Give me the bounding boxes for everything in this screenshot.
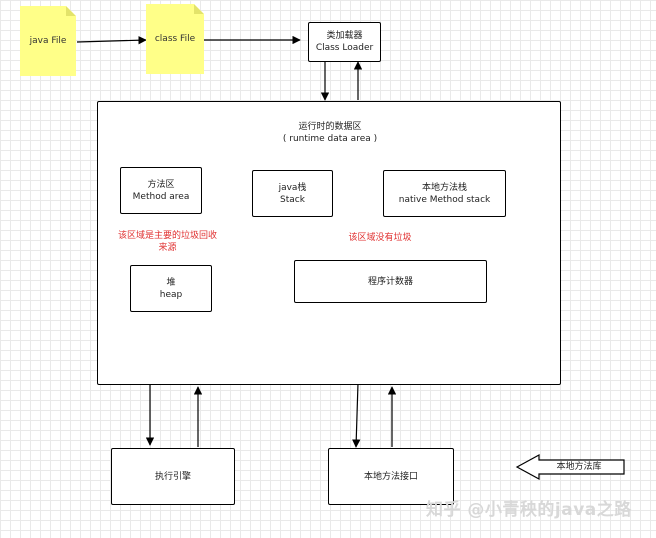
arrow-java-to-class (76, 36, 147, 45)
no-gc-note: 该区域没有垃圾 (320, 232, 440, 244)
native-stack-cn: 本地方法栈 (421, 182, 467, 193)
runtime-title-en: ( runtime data area ) (282, 134, 378, 144)
no-gc-text: 该区域没有垃圾 (348, 233, 412, 243)
method-area-cn: 方法区 (147, 179, 175, 190)
native-method-stack-box: 本地方法栈 native Method stack (383, 170, 506, 217)
gc-note-line1: 该区域是主要的垃圾回收 (117, 231, 217, 241)
gc-note-line2: 来源 (158, 243, 177, 253)
execution-engine-box: 执行引擎 (111, 448, 235, 505)
native-interface-label: 本地方法接口 (363, 471, 418, 482)
java-stack-box: java栈 Stack (252, 170, 333, 217)
gc-source-note: 该区域是主要的垃圾回收 来源 (110, 230, 225, 254)
execution-engine-label: 执行引擎 (154, 471, 191, 482)
program-counter-label: 程序计数器 (367, 276, 413, 287)
class-loader-en: Class Loader (315, 43, 374, 53)
method-area-box: 方法区 Method area (120, 167, 202, 214)
class-file-label: class File (154, 34, 196, 44)
class-file-note: class File (146, 4, 204, 74)
heap-box: 堆 heap (130, 265, 212, 312)
java-file-note: java File (20, 6, 76, 76)
program-counter-box: 程序计数器 (294, 260, 487, 303)
runtime-title-cn: 运行时的数据区 (298, 122, 362, 132)
native-library-arrow-shape (515, 453, 625, 481)
arrow-runtime-to-native (352, 382, 361, 448)
method-area-en: Method area (132, 191, 190, 202)
native-library-label: 本地方法库 (556, 462, 602, 472)
runtime-data-area-box (97, 101, 561, 385)
runtime-data-area-title: 运行时的数据区 ( runtime data area ) (260, 121, 400, 145)
heap-cn: 堆 (166, 277, 176, 288)
class-loader-box: 类加载器 Class Loader (308, 22, 381, 62)
watermark: 知乎 @小青秧的java之路 (426, 500, 632, 520)
class-loader-cn: 类加载器 (326, 31, 363, 41)
java-stack-cn: java栈 (278, 182, 307, 193)
java-file-label: java File (29, 36, 67, 46)
native-stack-en: native Method stack (398, 194, 491, 205)
java-stack-en: Stack (280, 194, 305, 205)
heap-en: heap (159, 289, 183, 300)
native-interface-box: 本地方法接口 (328, 448, 454, 505)
